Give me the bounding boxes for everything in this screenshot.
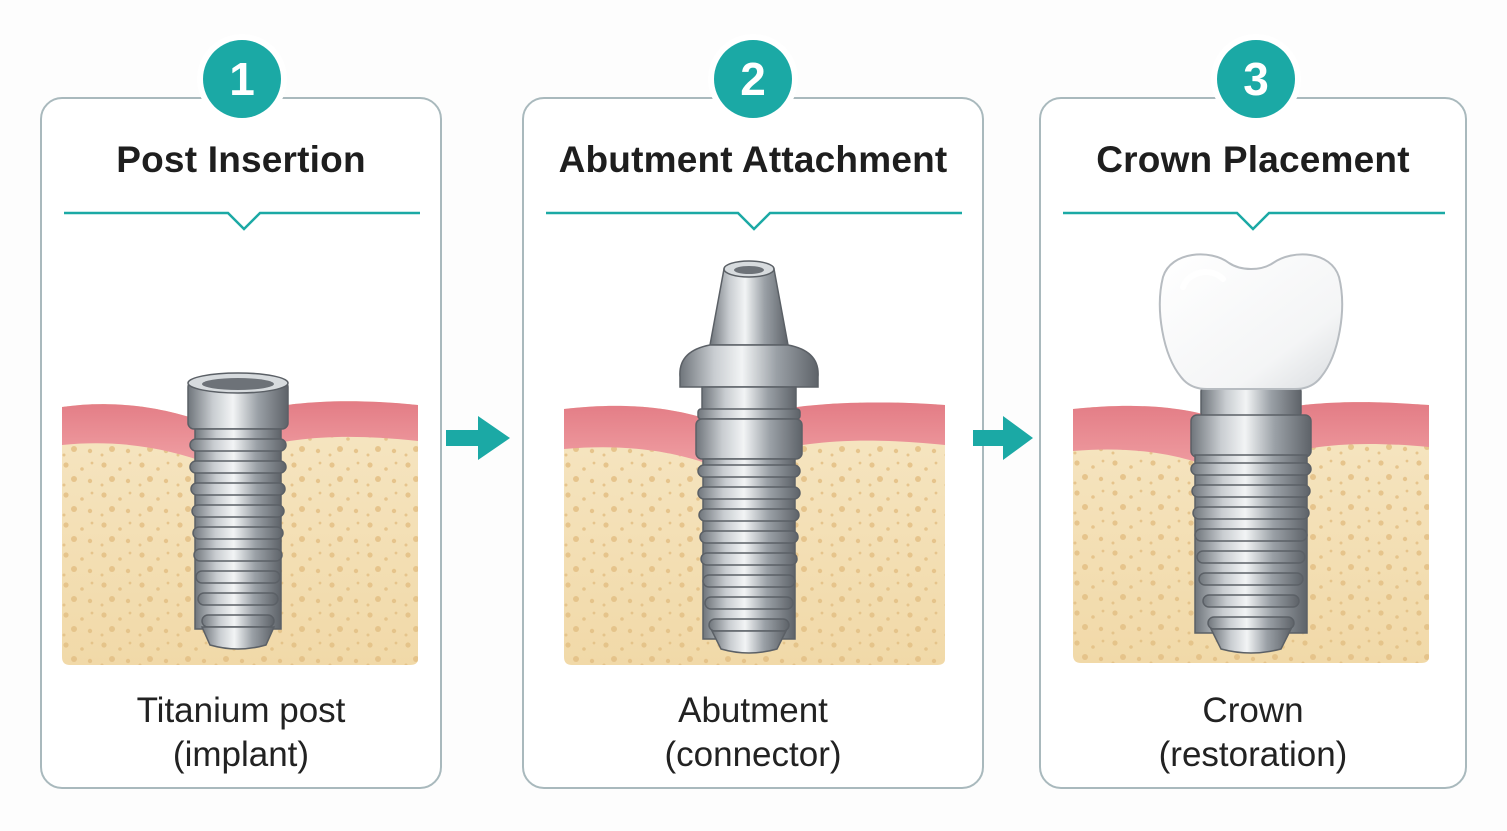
step-number-badge-1: 1 — [203, 40, 281, 118]
caption-line-2: (implant) — [172, 735, 310, 774]
step-panel-2: Abutment Attachment — [522, 97, 984, 789]
caption-line-1: Crown — [1202, 691, 1304, 730]
caption-line-2: (connector) — [664, 735, 842, 774]
step-title: Crown Placement — [1096, 139, 1410, 180]
step-number-badge-2: 2 — [714, 40, 792, 118]
step-caption: Crown (restoration) — [1041, 689, 1465, 777]
crown-icon — [1073, 253, 1429, 663]
arrow-right-icon — [973, 416, 1033, 460]
step-caption: Abutment (connector) — [524, 689, 982, 777]
implant-post-icon — [62, 372, 418, 665]
title-divider — [64, 211, 420, 231]
step-panel-1: Post Insertion Titani — [40, 97, 442, 789]
step-number-badge-3: 3 — [1217, 40, 1295, 118]
arrow-right-icon — [446, 416, 510, 460]
step-title: Abutment Attachment — [558, 139, 948, 180]
step-caption: Titanium post (implant) — [42, 689, 440, 777]
caption-line-1: Abutment — [678, 691, 828, 730]
caption-line-2: (restoration) — [1158, 735, 1348, 774]
abutment-icon — [564, 260, 945, 665]
step-panel-3: Crown Placement Crown — [1039, 97, 1467, 789]
caption-line-1: Titanium post — [136, 691, 346, 730]
step-title: Post Insertion — [116, 139, 366, 180]
title-divider — [1063, 211, 1445, 231]
title-divider — [546, 211, 962, 231]
